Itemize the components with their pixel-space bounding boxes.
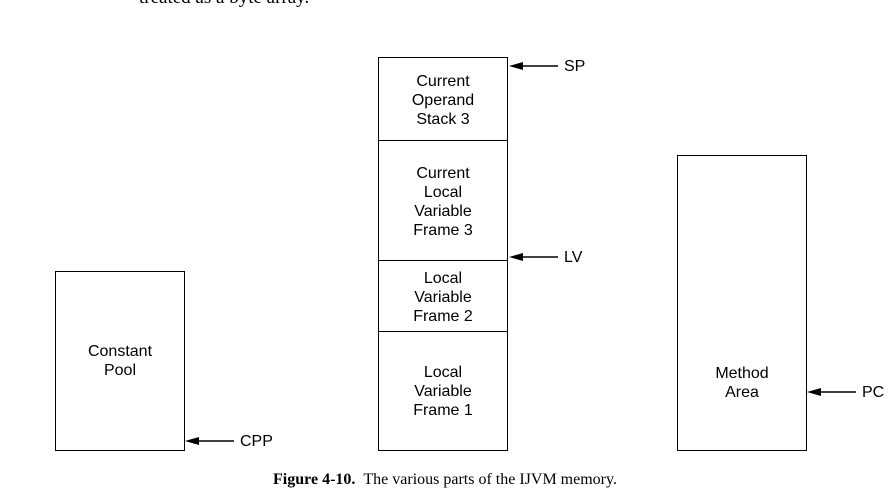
stack-divider — [379, 140, 507, 141]
lv-arrowhead — [509, 253, 523, 261]
sp-label: SP — [564, 58, 586, 75]
stack-cell-label: Local Variable Frame 1 — [413, 364, 473, 419]
pc-arrowhead — [807, 388, 821, 396]
stack-cell-operand-stack-3: Current Operand Stack 3 — [379, 58, 507, 142]
stack-cell-label: Current Operand Stack 3 — [411, 72, 475, 128]
stack-column: Current Operand Stack 3 Current Local Va… — [378, 57, 508, 451]
constant-pool-label: Constant Pool — [87, 343, 153, 379]
sp-arrowhead — [509, 62, 523, 70]
stack-cell-local-variable-frame-3: Current Local Variable Frame 3 — [379, 142, 507, 262]
stack-cell-label: Local Variable Frame 2 — [413, 270, 473, 325]
stack-cell-label: Current Local Variable Frame 3 — [413, 165, 473, 239]
figure-caption: Figure 4-10. The various parts of the IJ… — [0, 470, 890, 490]
method-area-label: Method Area — [715, 365, 769, 401]
lv-label: LV — [564, 249, 583, 266]
stack-divider — [379, 260, 507, 261]
pc-label: PC — [862, 384, 885, 401]
cpp-label: CPP — [240, 433, 273, 450]
constant-pool-box: Constant Pool — [55, 271, 185, 451]
cpp-arrowhead — [185, 437, 199, 445]
stack-divider — [379, 331, 507, 332]
stack-cell-local-variable-frame-2: Local Variable Frame 2 — [379, 262, 507, 333]
cut-off-body-text: treated as a byte array. — [139, 0, 309, 9]
stack-cell-local-variable-frame-1: Local Variable Frame 1 — [379, 333, 507, 450]
method-area-box: Method Area — [677, 155, 807, 451]
figure-number: Figure 4-10. — [273, 471, 356, 488]
caption-text: The various parts of the IJVM memory. — [363, 471, 617, 488]
